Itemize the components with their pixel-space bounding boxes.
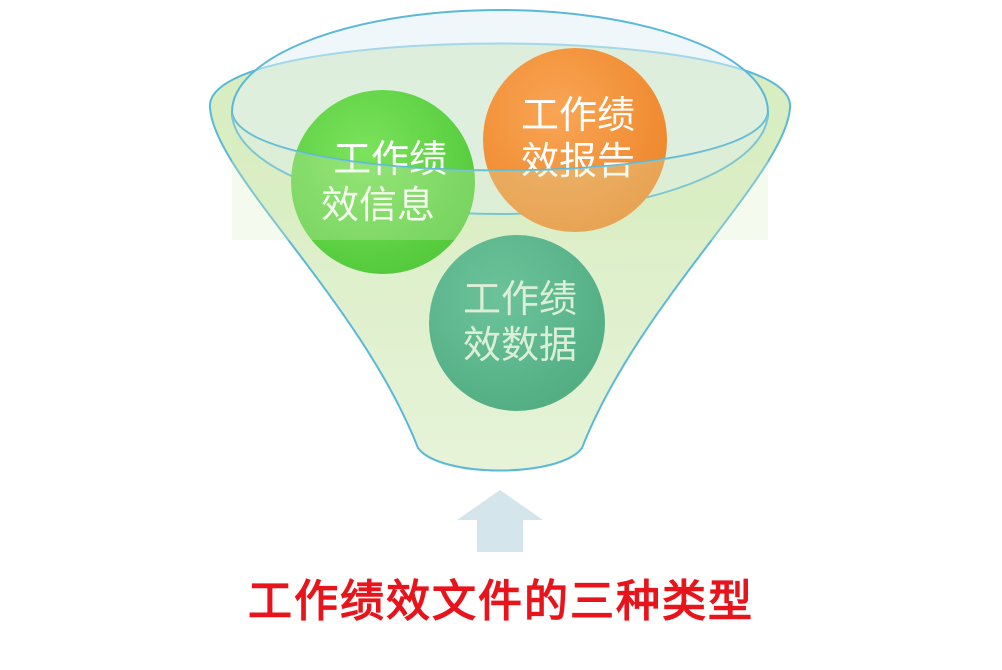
- funnel-rim-front: [231, 111, 769, 172]
- circle-data-shape: [429, 235, 605, 411]
- circle-report-shape: [483, 48, 667, 232]
- circle-info-shape: [291, 90, 475, 274]
- circle-data-line2: 效数据: [463, 323, 577, 367]
- funnel-rim-overlay: [232, 112, 768, 240]
- up-arrow-icon: [457, 490, 543, 552]
- circle-info: 工作绩 效信息: [291, 90, 475, 274]
- diagram-caption: 工作绩效文件的三种类型: [248, 576, 754, 627]
- circle-report: 工作绩 效报告: [483, 48, 667, 232]
- circle-info-line2: 效信息: [321, 183, 435, 227]
- circle-data: 工作绩 效数据: [429, 235, 605, 411]
- circle-report-line1: 工作绩: [521, 93, 635, 137]
- circle-report-line2: 效报告: [521, 139, 635, 183]
- circle-data-line1: 工作绩: [463, 277, 577, 321]
- circle-info-line1: 工作绩: [333, 137, 447, 181]
